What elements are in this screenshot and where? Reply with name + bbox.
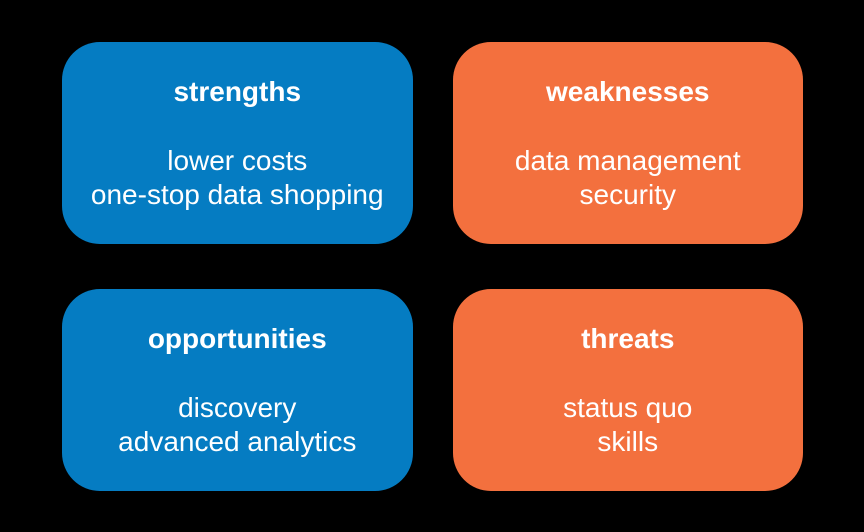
- opportunities-line-1: discovery: [178, 391, 297, 423]
- weaknesses-line-1: data management: [514, 144, 741, 176]
- strengths-line-1: lower costs: [167, 144, 308, 176]
- quadrant-threats: threats status quo skills: [452, 289, 803, 491]
- threats-line-1: status quo: [563, 391, 693, 423]
- weaknesses-line-2: security: [579, 178, 676, 210]
- opportunities-line-2: advanced analytics: [118, 425, 357, 457]
- threats-title: threats: [581, 322, 675, 354]
- quadrant-weaknesses: weaknesses data management security: [452, 42, 803, 244]
- weaknesses-title: weaknesses: [546, 75, 710, 107]
- quadrant-opportunities: opportunities discovery advanced analyti…: [62, 289, 413, 491]
- opportunities-title: opportunities: [147, 322, 327, 354]
- quadrant-strengths: strengths lower costs one-stop data shop…: [62, 42, 413, 244]
- strengths-line-2: one-stop data shopping: [90, 178, 384, 210]
- threats-line-2: skills: [597, 425, 659, 457]
- strengths-title: strengths: [173, 75, 302, 107]
